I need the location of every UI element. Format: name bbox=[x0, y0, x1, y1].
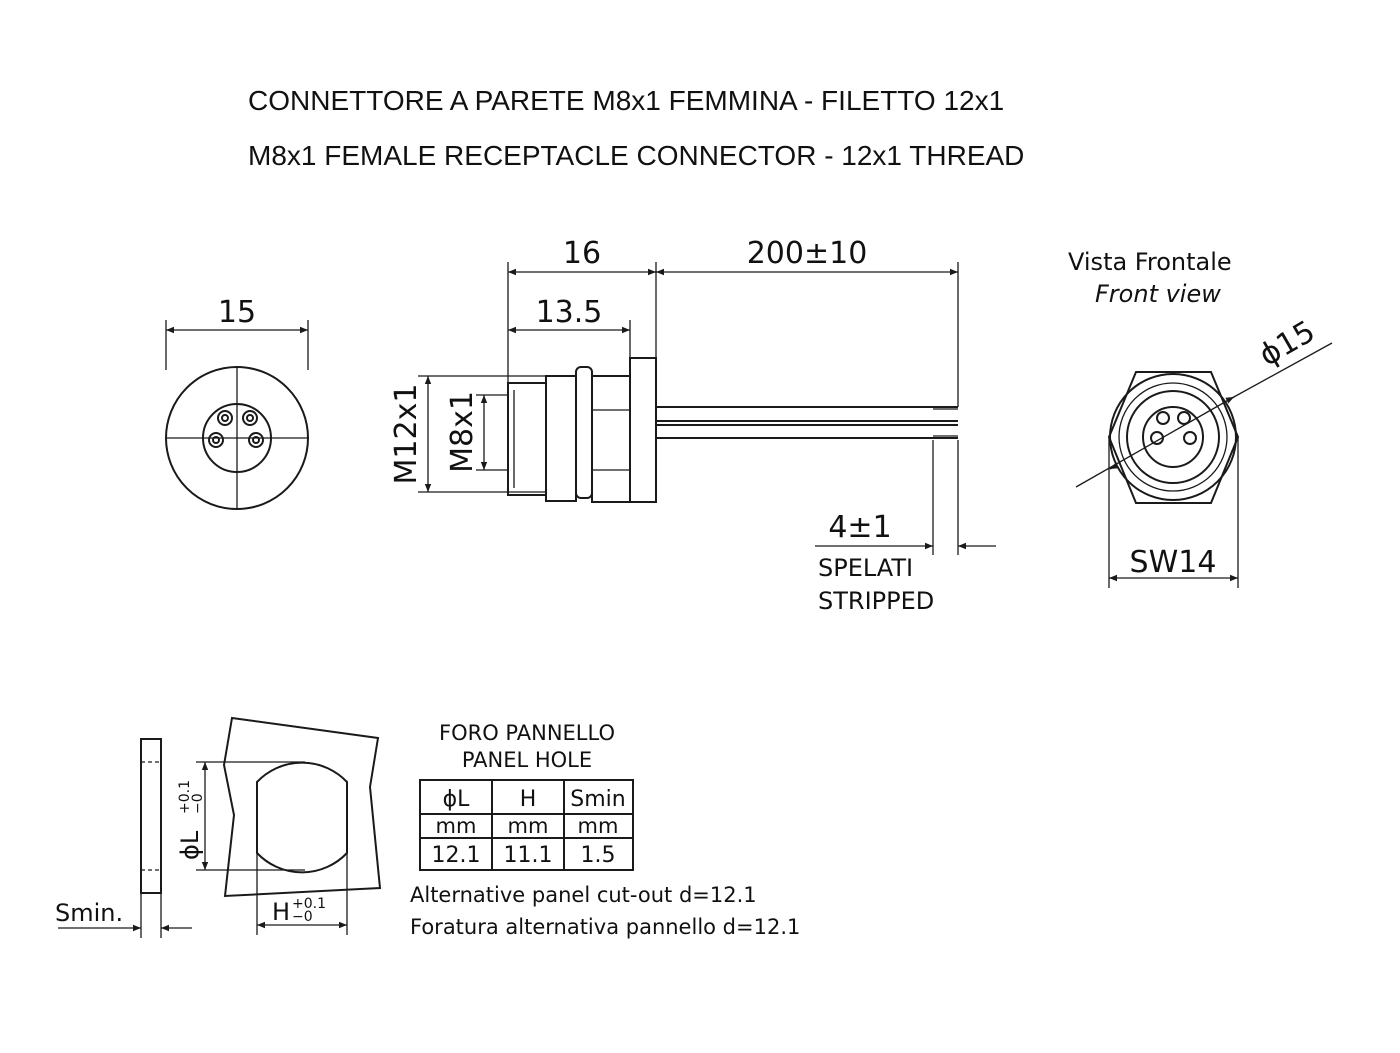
title-italian: CONNETTORE A PARETE M8x1 FEMMINA - FILET… bbox=[248, 85, 1004, 116]
dimension-thread-length bbox=[508, 320, 631, 376]
table-unit-smin: mm bbox=[578, 814, 619, 838]
panel-l-label: ϕL bbox=[176, 830, 204, 860]
dimension-body-length bbox=[507, 262, 657, 383]
table-header-smin: Smin bbox=[570, 787, 625, 812]
dim-outer-thread-label: M12x1 bbox=[389, 384, 424, 485]
panel-hole-table bbox=[419, 779, 634, 871]
table-value-l: 12.1 bbox=[432, 843, 481, 868]
table-header-l: ϕL bbox=[443, 787, 471, 812]
table-unit-h: mm bbox=[508, 814, 549, 838]
dimension-wrench-size bbox=[1108, 437, 1239, 588]
panel-h-tol-minus: −0 bbox=[292, 909, 313, 925]
panel-smin-label: Smin. bbox=[55, 899, 123, 927]
stripped-label-en: STRIPPED bbox=[818, 587, 934, 615]
connector-front-view bbox=[1107, 371, 1240, 504]
dimension-face-width bbox=[165, 320, 309, 370]
dimension-outer-thread bbox=[418, 375, 546, 493]
panel-h-tol-plus: +0.1 bbox=[292, 896, 326, 912]
panel-h-label: H bbox=[272, 898, 290, 926]
dim-stripped-length-label: 4±1 bbox=[828, 510, 891, 545]
panel-l-tol-plus: +0.1 bbox=[177, 780, 193, 814]
title-english: M8x1 FEMALE RECEPTACLE CONNECTOR - 12x1 … bbox=[248, 140, 1024, 171]
dim-wrench-size-label: SW14 bbox=[1130, 545, 1217, 580]
panel-hole-drawing bbox=[196, 716, 382, 935]
dimension-cable-length bbox=[656, 262, 959, 407]
front-view-label-it: Vista Frontale bbox=[1068, 248, 1232, 276]
panel-hole-heading-it: FORO PANNELLO bbox=[439, 721, 615, 745]
dimension-stripped-length bbox=[815, 440, 996, 555]
panel-l-tol-minus: −0 bbox=[190, 793, 206, 814]
connector-side-view bbox=[507, 357, 958, 503]
panel-l-dimension-label: ϕL +0.1 −0 bbox=[176, 780, 206, 860]
dim-body-length-label: 16 bbox=[563, 236, 601, 271]
dimension-inner-thread bbox=[476, 394, 508, 471]
panel-thickness-section bbox=[58, 738, 192, 938]
table-value-smin: 1.5 bbox=[581, 843, 616, 868]
stripped-label-it: SPELATI bbox=[818, 554, 913, 582]
dim-diameter-label: ϕ15 bbox=[1253, 314, 1321, 373]
front-view-label-en: Front view bbox=[1095, 280, 1221, 308]
table-unit-l: mm bbox=[436, 814, 477, 838]
dim-inner-thread-label: M8x1 bbox=[445, 391, 480, 473]
note-alternative-it: Foratura alternativa pannello d=12.1 bbox=[410, 915, 800, 939]
dim-face-width-label: 15 bbox=[218, 295, 256, 330]
table-value-h: 11.1 bbox=[504, 843, 553, 868]
dim-thread-length-label: 13.5 bbox=[536, 295, 603, 330]
panel-hole-heading-en: PANEL HOLE bbox=[462, 748, 592, 772]
note-alternative-en: Alternative panel cut-out d=12.1 bbox=[410, 883, 757, 907]
table-header-h: H bbox=[520, 787, 537, 812]
dimension-diameter bbox=[1075, 342, 1333, 488]
dim-cable-length-label: 200±10 bbox=[747, 236, 868, 271]
connector-face-view bbox=[165, 366, 309, 510]
